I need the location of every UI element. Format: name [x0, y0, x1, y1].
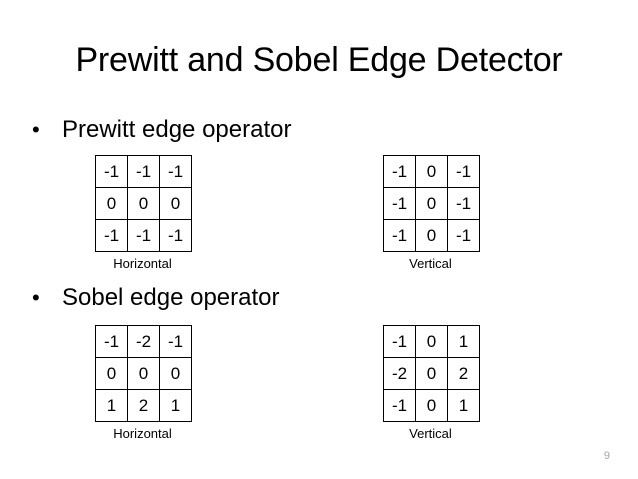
matrix-cell: -1	[383, 219, 416, 252]
matrix-cell: 2	[127, 389, 160, 422]
bullet-item-prewitt: • Prewitt edge operator	[32, 116, 291, 144]
matrix-cell: -1	[95, 155, 128, 188]
table-row: -2 0 2	[383, 357, 480, 390]
matrix-cell: 0	[127, 357, 160, 390]
table-row: 1 2 1	[95, 389, 192, 422]
matrix-cell: 0	[415, 325, 448, 358]
matrix-cell: -1	[447, 155, 480, 188]
matrix-cell: -1	[127, 219, 160, 252]
page-number: 9	[603, 450, 610, 462]
table-row: -1 -2 -1	[95, 325, 192, 358]
matrix-cell: 0	[415, 155, 448, 188]
bullet-label-sobel: Sobel edge operator	[62, 284, 280, 311]
matrix-cell: -2	[127, 325, 160, 358]
table-row: 0 0 0	[95, 357, 192, 390]
matrix-cell: -1	[159, 155, 192, 188]
matrix-cell: -1	[447, 219, 480, 252]
matrix-sobel-vertical: -1 0 1 -2 0 2 -1 0 1	[383, 325, 480, 422]
caption-prewitt-horizontal: Horizontal	[113, 256, 172, 271]
table-row: -1 0 1	[383, 325, 480, 358]
table-row: -1 0 -1	[383, 187, 480, 220]
matrix-cell: -1	[95, 219, 128, 252]
matrix-cell: 0	[159, 357, 192, 390]
matrix-cell: -1	[127, 155, 160, 188]
matrix-cell: -1	[383, 389, 416, 422]
matrix-cell: -1	[447, 187, 480, 220]
matrix-sobel-horizontal: -1 -2 -1 0 0 0 1 2 1	[95, 325, 192, 422]
matrix-cell: 1	[159, 389, 192, 422]
table-row: -1 0 1	[383, 389, 480, 422]
matrix-prewitt-vertical: -1 0 -1 -1 0 -1 -1 0 -1	[383, 155, 480, 252]
matrix-cell: -1	[159, 219, 192, 252]
matrix-prewitt-horizontal: -1 -1 -1 0 0 0 -1 -1 -1	[95, 155, 192, 252]
bullet-label-prewitt: Prewitt edge operator	[62, 116, 292, 143]
matrix-cell: -1	[383, 155, 416, 188]
matrix-cell: 1	[447, 325, 480, 358]
page-title: Prewitt and Sobel Edge Detector	[75, 41, 563, 79]
matrix-cell: 0	[95, 357, 128, 390]
matrix-cell: 0	[415, 187, 448, 220]
caption-prewitt-vertical: Vertical	[409, 256, 452, 271]
matrix-cell: 0	[415, 389, 448, 422]
matrix-cell: 0	[415, 357, 448, 390]
matrix-cell: 1	[95, 389, 128, 422]
matrix-cell: 0	[127, 187, 160, 220]
table-row: -1 -1 -1	[95, 219, 192, 252]
caption-sobel-horizontal: Horizontal	[113, 426, 172, 441]
matrix-cell: -2	[383, 357, 416, 390]
bullet-item-sobel: • Sobel edge operator	[32, 284, 280, 312]
matrix-cell: 1	[447, 389, 480, 422]
matrix-cell: 0	[95, 187, 128, 220]
caption-sobel-vertical: Vertical	[409, 426, 452, 441]
matrix-cell: -1	[159, 325, 192, 358]
matrix-cell: 0	[415, 219, 448, 252]
matrix-cell: -1	[95, 325, 128, 358]
matrix-cell: 0	[159, 187, 192, 220]
matrix-cell: -1	[383, 187, 416, 220]
matrix-cell: 2	[447, 357, 480, 390]
table-row: -1 -1 -1	[95, 155, 192, 188]
matrix-cell: -1	[383, 325, 416, 358]
bullet-marker-icon: •	[32, 285, 40, 310]
table-row: -1 0 -1	[383, 219, 480, 252]
table-row: -1 0 -1	[383, 155, 480, 188]
bullet-marker-icon: •	[32, 117, 40, 142]
table-row: 0 0 0	[95, 187, 192, 220]
